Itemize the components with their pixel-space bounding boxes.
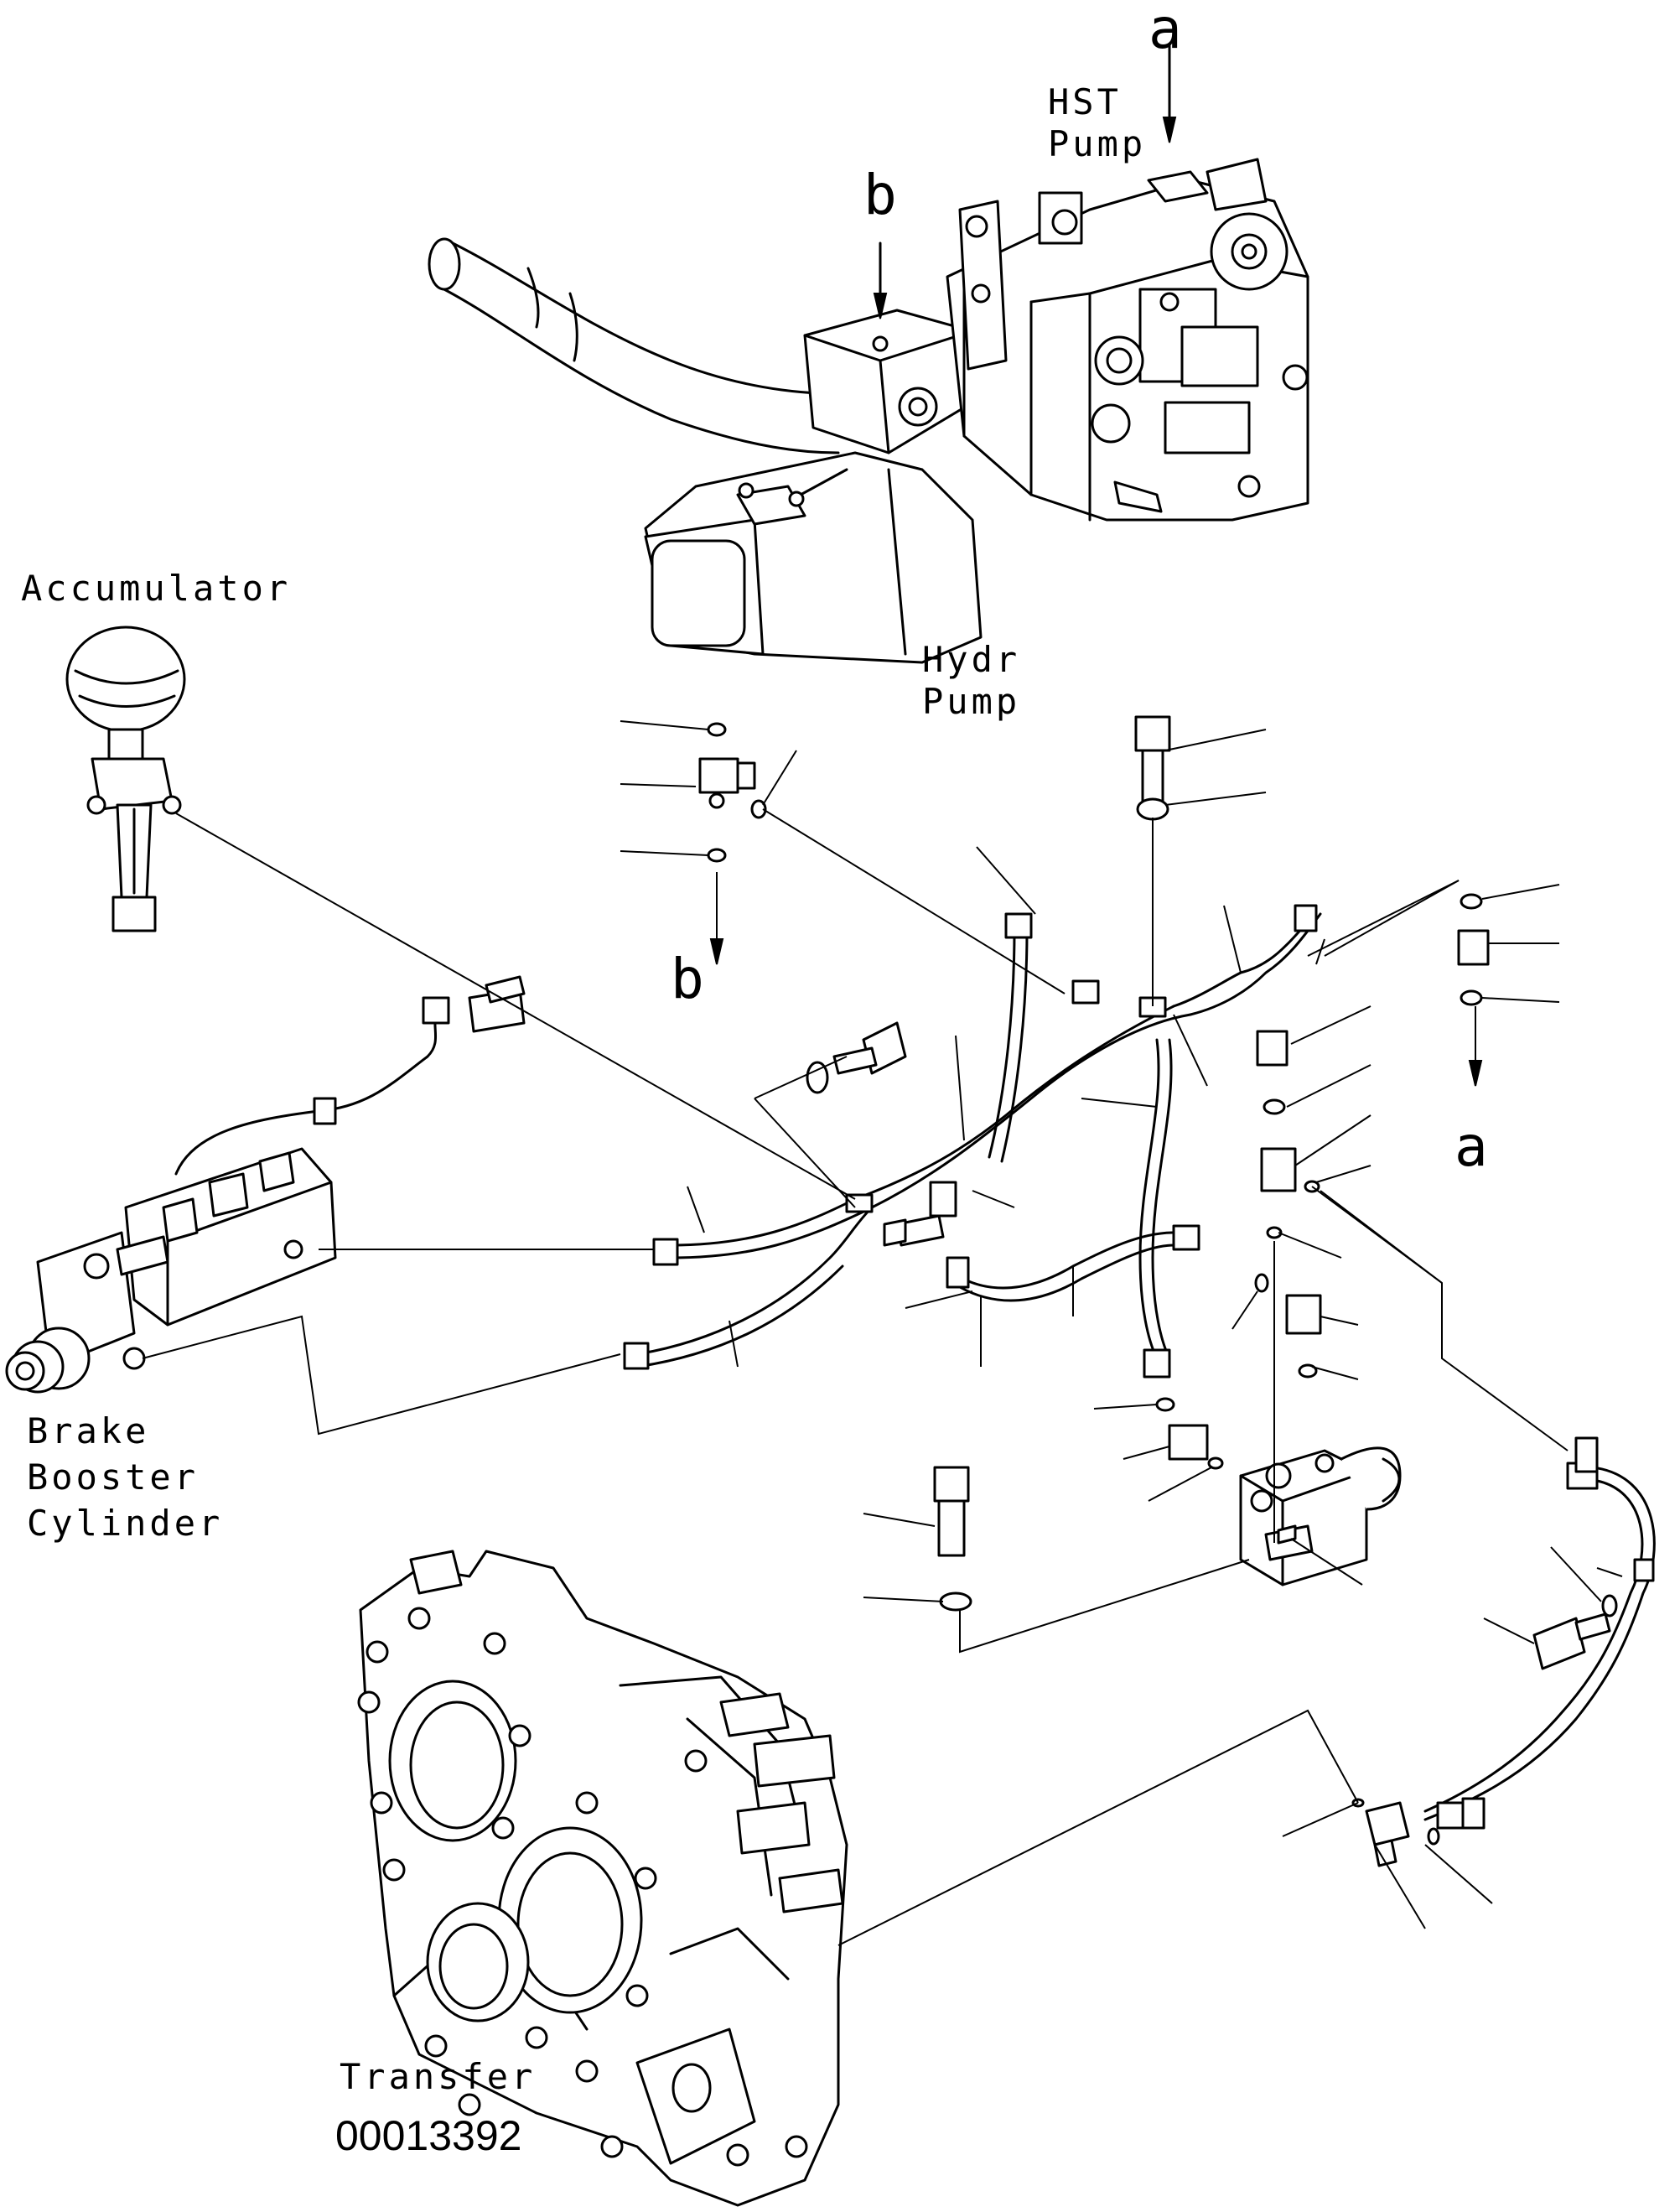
brake-booster-cylinder-icon[interactable]	[5, 975, 526, 1394]
brake-booster-label-line2: Booster	[27, 1456, 200, 1498]
hydr-pump-label-line1: Hydr	[922, 639, 1021, 680]
hydr-pump-label-line2: Pump	[922, 681, 1021, 722]
connector-icon	[883, 1218, 907, 1247]
brake-booster-label-line3: Cylinder	[27, 1503, 224, 1544]
accumulator-icon[interactable]	[65, 626, 186, 932]
ref-a-right-label: a	[1454, 1114, 1488, 1179]
ref-a-top-label: a	[1149, 0, 1182, 61]
arrow-a-top-icon	[1162, 44, 1177, 143]
ref-b-mid-label: b	[671, 947, 704, 1011]
ref-b-top-label: b	[863, 163, 897, 227]
leader-lines	[142, 720, 1623, 1946]
accumulator-label: Accumulator	[21, 568, 292, 609]
hst-pump-label-line1: HST	[1048, 81, 1122, 122]
hydr-pump-icon[interactable]	[428, 158, 1309, 664]
hst-pump-label-line2: Pump	[1048, 123, 1147, 164]
fitting-parts-icon	[698, 715, 1618, 1867]
arrow-b-top-icon	[873, 241, 888, 319]
transfer-label: Transfer	[340, 2056, 537, 2097]
drawing-number: 00013392	[335, 2112, 522, 2159]
brake-booster-label-line1: Brake	[27, 1410, 150, 1451]
solenoid-valve-icon[interactable]	[1239, 1446, 1402, 1586]
transfer-case-icon[interactable]	[357, 1550, 848, 2207]
hose-assembly-icon[interactable]	[623, 904, 1656, 1830]
